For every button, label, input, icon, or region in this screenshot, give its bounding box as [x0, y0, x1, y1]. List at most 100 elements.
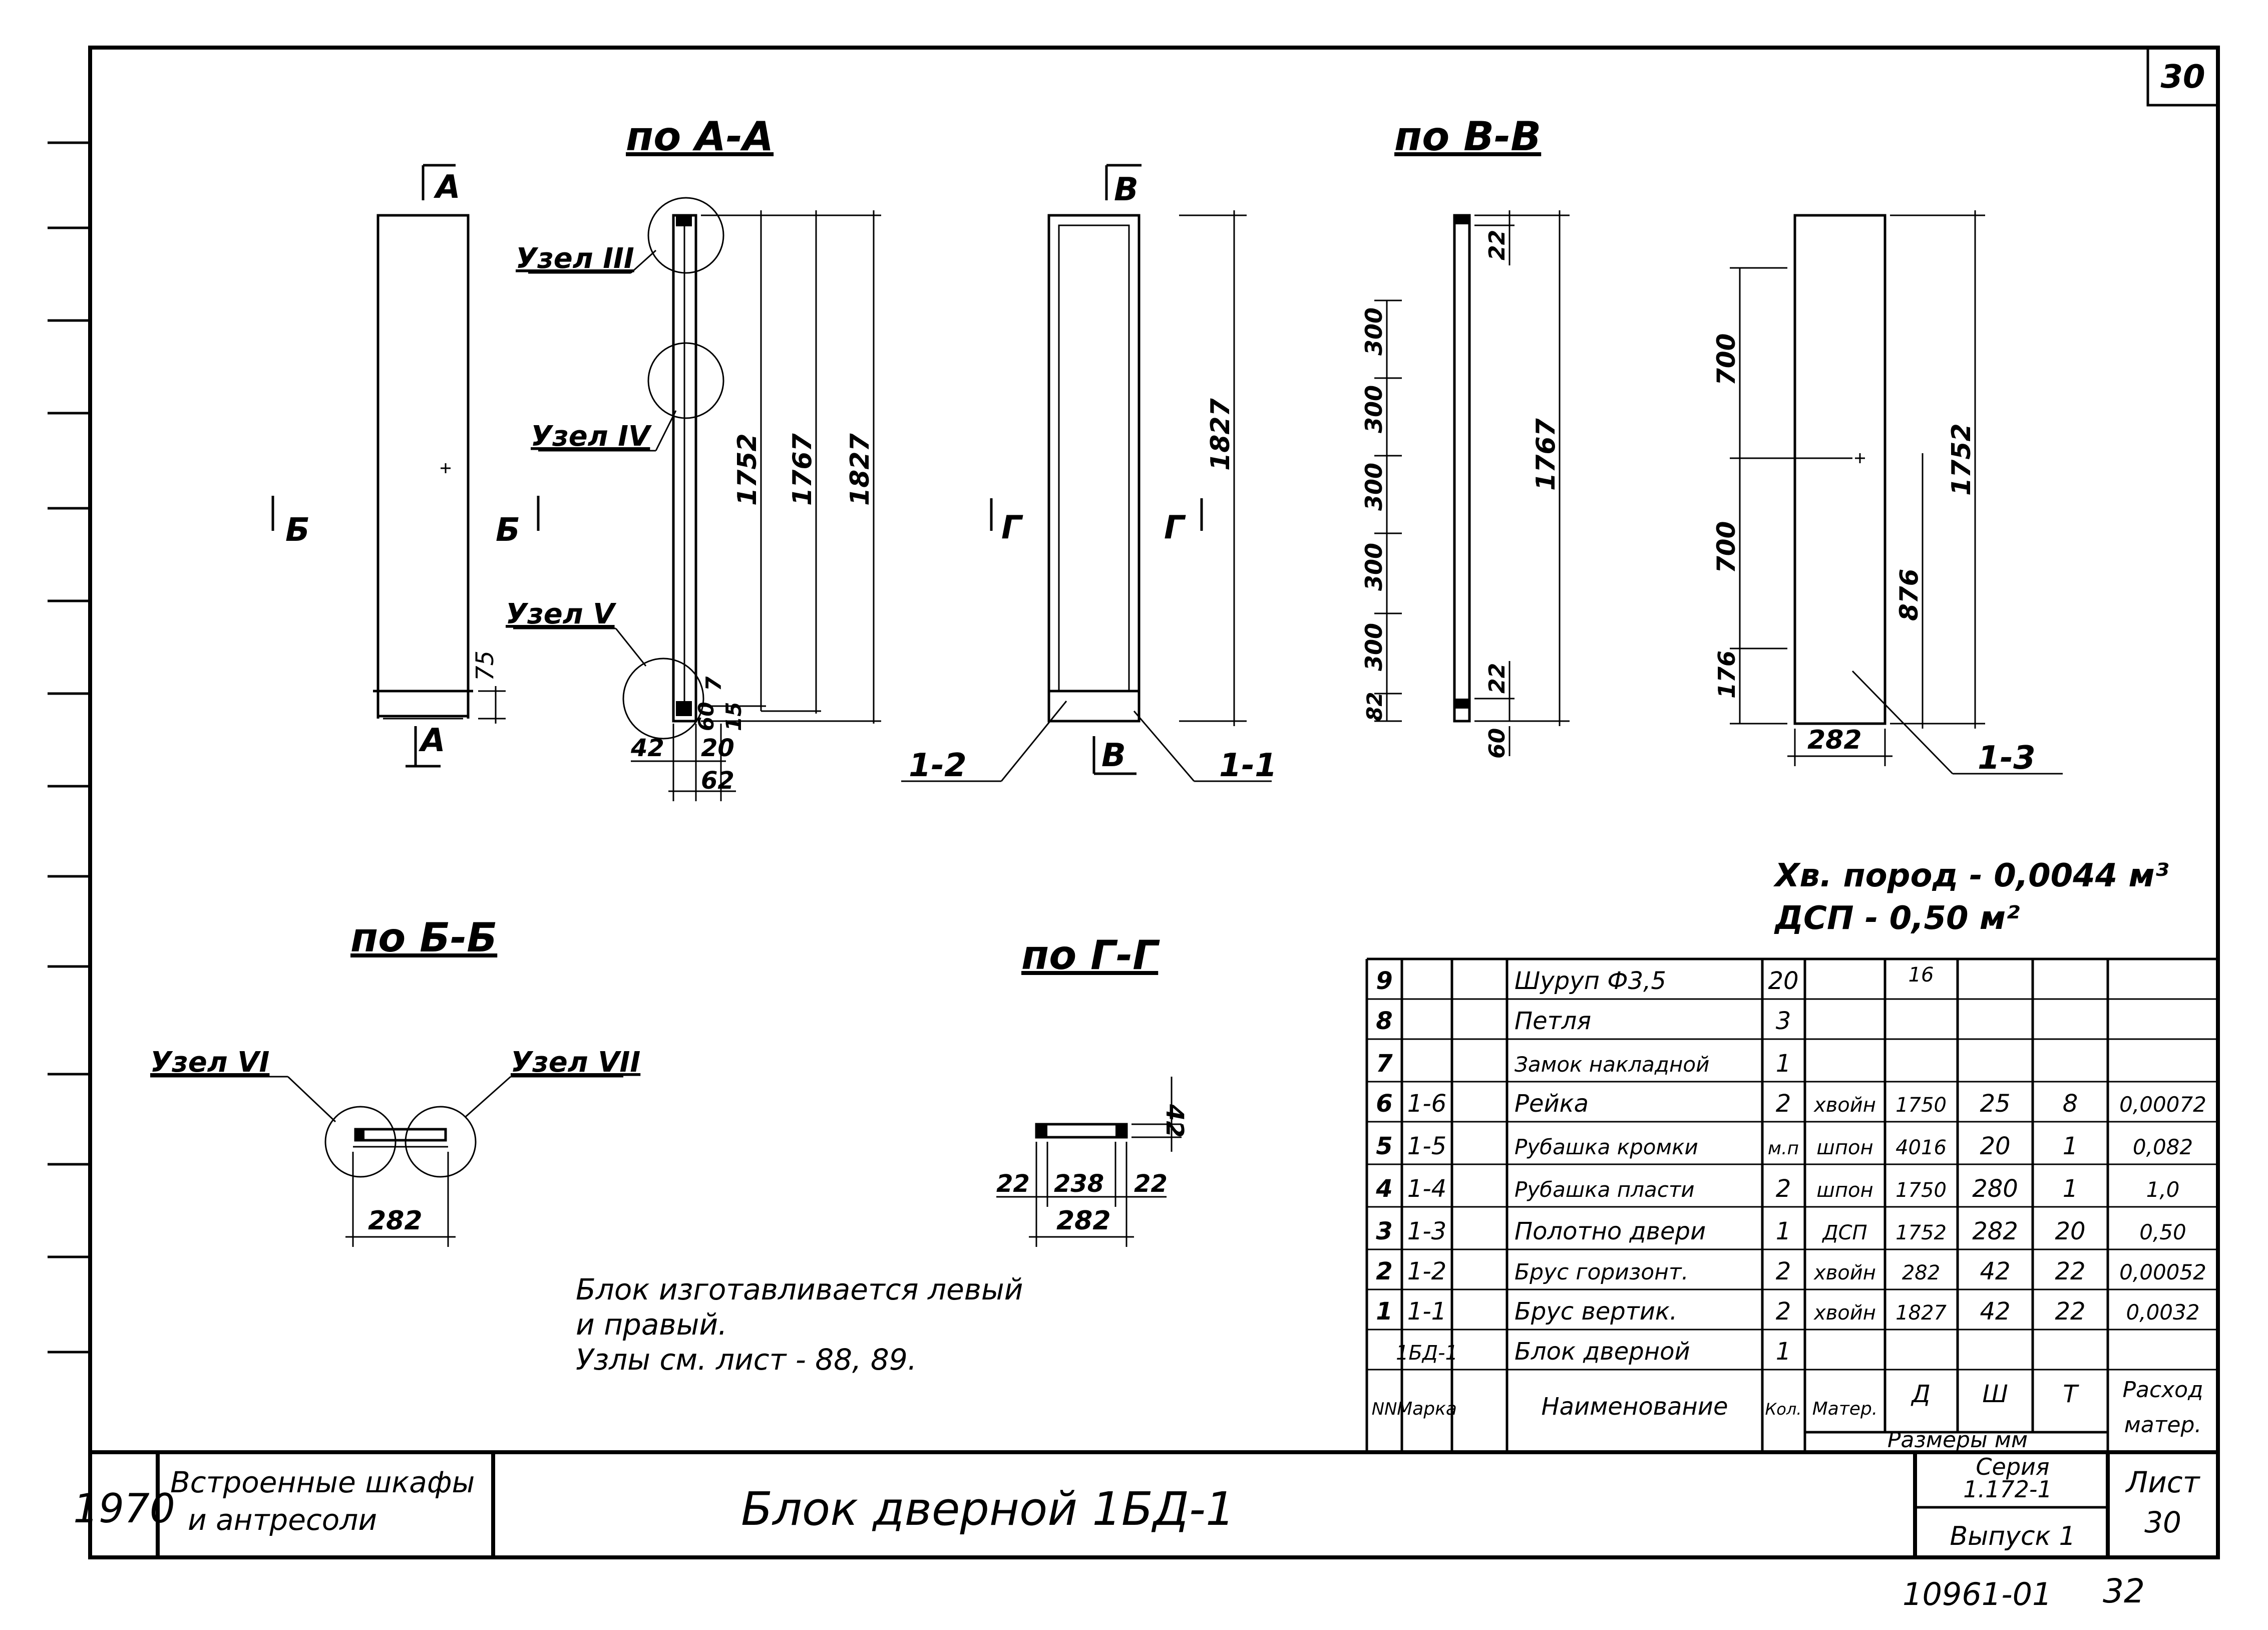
svg-text:1827: 1827: [1896, 1301, 1947, 1325]
svg-text:Марка: Марка: [1397, 1399, 1457, 1419]
dim-876: 876: [1895, 569, 1924, 621]
svg-text:1БД-1: 1БД-1: [1396, 1342, 1458, 1365]
tb-series-label: Серия: [1976, 1453, 2049, 1480]
svg-text:1-3: 1-3: [1407, 1217, 1446, 1245]
tb-drawing-title: Блок дверной 1БД-1: [741, 1482, 1235, 1536]
svg-text:ДСП: ДСП: [1821, 1221, 1867, 1244]
dim-1752-leaf: 1752: [1947, 423, 1977, 496]
cut-label-g-right: Г: [1164, 509, 1186, 546]
corner-sheet-number: 30: [2160, 59, 2205, 96]
svg-text:282: 282: [1902, 1261, 1940, 1284]
view-section-bb: по Б-Б Узел VI Узел VII 282: [150, 914, 640, 1247]
spec-row-assembly: 1БД-1 Блок дверной 1: [1396, 1338, 1791, 1366]
dim-42-gg: 42: [1161, 1104, 1189, 1138]
svg-text:8: 8: [1376, 1007, 1392, 1035]
view-title-bb: по Б-Б: [350, 914, 497, 961]
tb-sheet-number: 30: [2144, 1505, 2181, 1539]
svg-text:шпон: шпон: [1816, 1136, 1873, 1159]
node-label-4: Узел IV: [531, 420, 652, 453]
svg-text:хвойн: хвойн: [1813, 1094, 1876, 1117]
view-section-vv: по В-В 300 300 300 300 300 82 1767 22 22: [1360, 113, 1570, 759]
svg-text:2: 2: [1776, 1090, 1791, 1118]
svg-text:20: 20: [1768, 967, 1798, 995]
svg-text:Рейка: Рейка: [1515, 1090, 1589, 1118]
svg-text:9: 9: [1376, 967, 1392, 995]
cut-label-v-bottom: В: [1101, 737, 1126, 774]
svg-text:Д: Д: [1911, 1380, 1931, 1408]
dim-22-bottom: 22: [1484, 663, 1510, 694]
dim-282-leaf: 282: [1807, 725, 1862, 755]
spec-row-3: 3 1-3 Полотно двери 1 ДСП 1752 282 20 0,…: [1376, 1217, 2186, 1245]
svg-text:5: 5: [1376, 1132, 1392, 1160]
cut-label-b-right: Б: [496, 512, 520, 549]
svg-text:0,00072: 0,00072: [2119, 1092, 2206, 1117]
svg-text:25: 25: [1980, 1090, 2010, 1118]
svg-text:матер.: матер.: [2124, 1412, 2202, 1438]
material-line-2: ДСП - 0,50 м²: [1774, 900, 2020, 937]
part-label-1-3: 1-3: [1978, 740, 2036, 777]
spec-row-7: 7 Замок накладной 1: [1376, 1050, 1791, 1078]
footer-page: 32: [2103, 1572, 2145, 1610]
svg-text:Рубашка кромки: Рубашка кромки: [1515, 1135, 1698, 1159]
svg-text:хвойн: хвойн: [1813, 1261, 1876, 1284]
svg-text:1-2: 1-2: [1407, 1257, 1446, 1285]
dim-300-2: 300: [1360, 385, 1387, 433]
svg-text:280: 280: [1972, 1175, 2018, 1203]
sheet-frame: [48, 46, 2220, 1559]
cut-label-v-top: В: [1114, 171, 1139, 208]
svg-text:Брус горизонт.: Брус горизонт.: [1515, 1259, 1689, 1285]
svg-text:Шуруп Ф3,5: Шуруп Ф3,5: [1515, 967, 1666, 995]
svg-text:2: 2: [1776, 1297, 1791, 1326]
spec-row-5: 5 1-5 Рубашка кромки м.п шпон 4016 20 1 …: [1376, 1132, 2193, 1160]
dim-300-5: 300: [1360, 623, 1387, 671]
note-line-3: Узлы см. лист - 88, 89.: [576, 1343, 917, 1377]
svg-text:Наименование: Наименование: [1541, 1393, 1728, 1421]
spec-row-8: 8 Петля 3: [1376, 1007, 1791, 1035]
dim-22-top: 22: [1484, 230, 1510, 260]
svg-text:6: 6: [1376, 1090, 1392, 1118]
title-block: 1970 Встроенные шкафы и антресоли Блок д…: [73, 1450, 2218, 1557]
svg-text:Матер.: Матер.: [1812, 1399, 1878, 1419]
dim-7-aa: 7: [701, 676, 726, 691]
svg-text:NN: NN: [1372, 1399, 1397, 1419]
dim-300-1: 300: [1360, 307, 1387, 356]
svg-text:1: 1: [1776, 1338, 1791, 1366]
spec-row-2: 2 1-2 Брус горизонт. 2 хвойн 282 42 22 0…: [1376, 1257, 2206, 1285]
spec-header: NN Марка Наименование Кол. Матер. Д Ш Т …: [1372, 1377, 2203, 1453]
svg-text:0,0032: 0,0032: [2126, 1300, 2200, 1325]
svg-text:42: 42: [1980, 1257, 2010, 1285]
view-title-gg: по Г-Г: [1021, 932, 1160, 979]
dim-42-aa: 42: [630, 734, 664, 762]
dim-1767-aa: 1767: [788, 433, 818, 506]
node-label-3: Узел III: [516, 242, 634, 275]
svg-text:1: 1: [1776, 1217, 1791, 1245]
svg-text:20: 20: [1980, 1132, 2010, 1160]
dim-1752-aa: 1752: [732, 433, 763, 506]
view-door-front: А А Б Б 75: [271, 164, 540, 768]
tb-project-line-2: и антресоли: [188, 1503, 377, 1537]
dim-282-bb: 282: [368, 1206, 423, 1236]
view-section-aa: по А-А Узел III Узел IV Узел V 1752 1767…: [506, 113, 881, 801]
material-line-1: Хв. пород - 0,0044 м³: [1773, 857, 2169, 894]
tb-series-number: 1.172-1: [1963, 1476, 2052, 1503]
view-door-leaf: 700 700 176 1752 876 282 1-3: [1712, 210, 2063, 777]
dim-1767-vv: 1767: [1531, 418, 1561, 491]
svg-text:шпон: шпон: [1816, 1179, 1873, 1202]
tb-year: 1970: [73, 1485, 175, 1532]
svg-text:Т: Т: [2063, 1380, 2079, 1408]
svg-text:1: 1: [1776, 1050, 1791, 1078]
spec-table: 9 Шуруп Ф3,5 20 1 6 8 Петля 3: [1365, 957, 2218, 1453]
svg-text:Размеры мм: Размеры мм: [1887, 1427, 2028, 1453]
svg-text:Полотно двери: Полотно двери: [1515, 1217, 1706, 1245]
svg-text:1-5: 1-5: [1407, 1132, 1446, 1160]
dim-300-3: 300: [1360, 463, 1387, 511]
svg-text:Блок дверной: Блок дверной: [1515, 1338, 1690, 1366]
svg-text:1-6: 1-6: [1407, 1090, 1446, 1118]
svg-text:Расход: Расход: [2122, 1377, 2203, 1403]
svg-text:2: 2: [1776, 1257, 1791, 1285]
svg-text:2: 2: [1776, 1175, 1791, 1203]
svg-text:7: 7: [1376, 1050, 1393, 1078]
svg-text:1752: 1752: [1896, 1221, 1947, 1244]
svg-text:1: 1: [1376, 1297, 1392, 1326]
